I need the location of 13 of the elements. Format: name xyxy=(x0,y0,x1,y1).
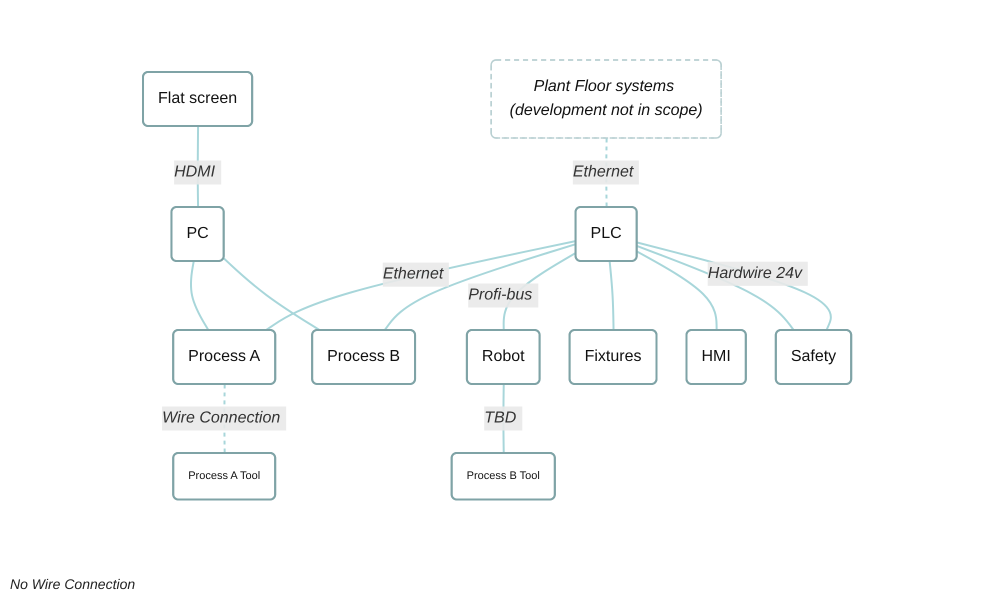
edge-label: Ethernet xyxy=(383,266,444,283)
connector xyxy=(190,262,210,332)
edge-label: Profi-bus xyxy=(468,286,533,304)
edge-label: HDMI xyxy=(174,164,216,181)
connector xyxy=(609,262,615,331)
edge-label: Hardwire 24v xyxy=(708,265,802,282)
connector xyxy=(637,242,832,332)
connector xyxy=(224,258,322,332)
connector xyxy=(637,250,718,331)
edge-label: TBD xyxy=(484,410,517,427)
edge-label: Ethernet xyxy=(573,164,634,181)
edge-label: Wire Connection xyxy=(162,410,281,427)
note-text: No Wire Connection xyxy=(10,576,136,592)
